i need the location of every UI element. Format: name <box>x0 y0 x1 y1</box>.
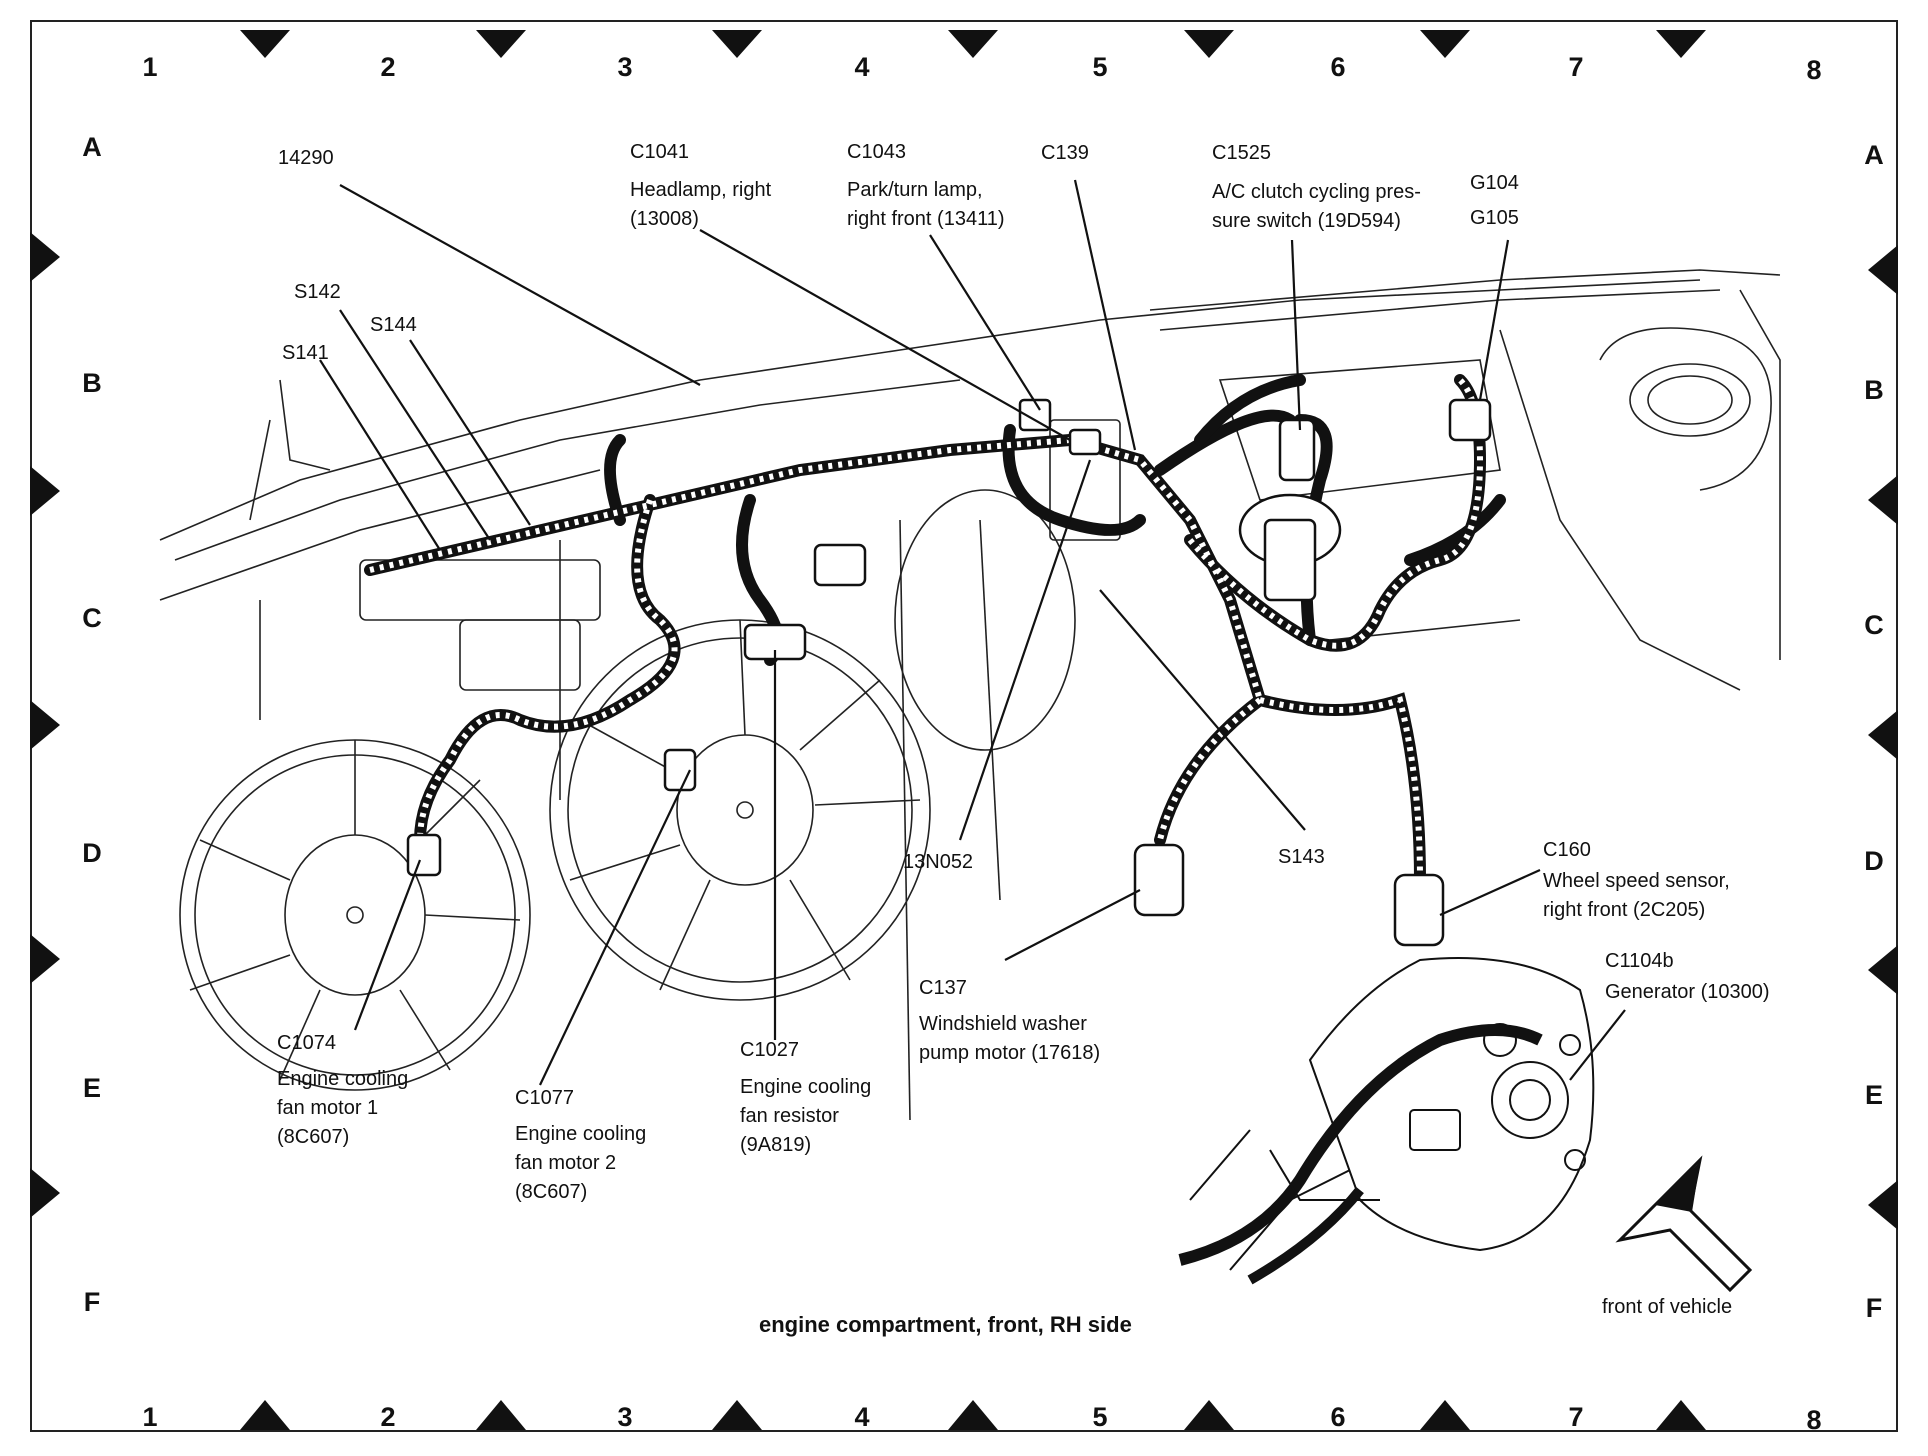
grid-col-bottom-7: 7 <box>1568 1402 1584 1432</box>
label-13n052: 13N052 <box>903 851 974 873</box>
grid-col-top-1: 1 <box>142 52 158 82</box>
label-c1077-desc3: (8C607) <box>515 1181 588 1203</box>
label-c137-id: C137 <box>919 977 967 999</box>
grid-row-left-A: A <box>82 132 102 162</box>
label-c1104b-id: C1104b <box>1605 950 1674 972</box>
grid-row-right-B: B <box>1864 375 1884 405</box>
label-c1043-desc2: right front (13411) <box>847 208 1005 230</box>
label-c160-desc1: Wheel speed sensor, <box>1543 870 1730 892</box>
leader-lines <box>319 179 1626 1086</box>
grid-col-bottom-4: 4 <box>854 1402 870 1432</box>
label-c1077-id: C1077 <box>515 1087 574 1109</box>
label-s142: S142 <box>294 281 341 303</box>
grid-col-top-3: 3 <box>617 52 633 82</box>
grid-row-right-C: C <box>1864 610 1884 640</box>
label-c1043-id: C1043 <box>847 141 906 163</box>
cooling-fans <box>179 489 1076 1091</box>
label-c1043-desc1: Park/turn lamp, <box>847 179 983 201</box>
grid-row-left-F: F <box>83 1287 101 1317</box>
grid-col-bottom-8: 8 <box>1806 1405 1822 1435</box>
label-c160-id: C160 <box>1543 839 1591 861</box>
grid-row-left-D: D <box>82 838 102 868</box>
grid-col-top-4: 4 <box>854 52 870 82</box>
grid-col-top-5: 5 <box>1092 52 1108 82</box>
label-c1074-desc3: (8C607) <box>277 1126 350 1148</box>
label-s144: S144 <box>370 314 417 336</box>
label-s141: S141 <box>282 342 329 364</box>
label-c1074-id: C1074 <box>277 1032 336 1054</box>
label-c139: C139 <box>1041 142 1089 164</box>
grid-col-top-8: 8 <box>1806 55 1822 85</box>
label-c1027-desc2: fan resistor <box>740 1105 839 1127</box>
grid-col-top-2: 2 <box>380 52 396 82</box>
label-g104: G104 <box>1470 172 1519 194</box>
label-c1041-desc2: (13008) <box>630 208 699 230</box>
grid-row-right-A: A <box>1864 140 1884 170</box>
label-c137-desc1: Windshield washer <box>919 1013 1087 1035</box>
grid-col-bottom-1: 1 <box>142 1402 158 1432</box>
label-c1074-desc2: fan motor 1 <box>277 1097 379 1119</box>
label-c1525-id: C1525 <box>1212 142 1271 164</box>
label-c1525-desc1: A/C clutch cycling pres- <box>1212 181 1421 203</box>
grid-col-bottom-6: 6 <box>1330 1402 1346 1432</box>
label-front-of-vehicle: front of vehicle <box>1602 1296 1733 1318</box>
label-c1077-desc1: Engine cooling <box>515 1123 647 1145</box>
label-c137-desc2: pump motor (17618) <box>919 1042 1101 1064</box>
label-c1041-id: C1041 <box>630 141 689 163</box>
label-c1027-desc1: Engine cooling <box>740 1076 872 1098</box>
grid-row-right-E: E <box>1864 1080 1883 1110</box>
label-c1027-id: C1027 <box>740 1039 799 1061</box>
grid-row-left-E: E <box>82 1073 101 1103</box>
grid-row-left-C: C <box>82 603 102 633</box>
grid-col-top-6: 6 <box>1330 52 1346 82</box>
grid-row-right-D: D <box>1864 846 1884 876</box>
grid-col-bottom-3: 3 <box>617 1402 633 1432</box>
grid-row-right-F: F <box>1865 1293 1883 1323</box>
body-structure <box>159 269 1781 1121</box>
label-g105: G105 <box>1470 207 1519 229</box>
front-of-vehicle-arrow <box>1615 1155 1753 1293</box>
generator <box>1178 957 1595 1285</box>
label-14290: 14290 <box>278 147 334 169</box>
wiring-harness <box>364 374 1506 886</box>
diagram-caption: engine compartment, front, RH side <box>759 1312 1132 1337</box>
border-markers <box>30 30 1898 1430</box>
grid-col-top-7: 7 <box>1568 52 1584 82</box>
harness-wrap-pattern <box>369 377 1484 881</box>
label-c1525-desc2: sure switch (19D594) <box>1212 210 1401 232</box>
label-c1074-desc1: Engine cooling <box>277 1068 409 1090</box>
label-c1041-desc1: Headlamp, right <box>630 179 772 201</box>
label-c160-desc2: right front (2C205) <box>1543 899 1706 921</box>
grid-col-bottom-2: 2 <box>380 1402 396 1432</box>
label-c1027-desc3: (9A819) <box>740 1134 812 1156</box>
label-s143: S143 <box>1278 846 1325 868</box>
grid-row-left-B: B <box>82 368 102 398</box>
label-c1104b-desc1: Generator (10300) <box>1605 981 1770 1003</box>
grid-col-bottom-5: 5 <box>1092 1402 1108 1432</box>
connectors <box>406 398 1492 947</box>
label-c1077-desc2: fan motor 2 <box>515 1152 617 1174</box>
